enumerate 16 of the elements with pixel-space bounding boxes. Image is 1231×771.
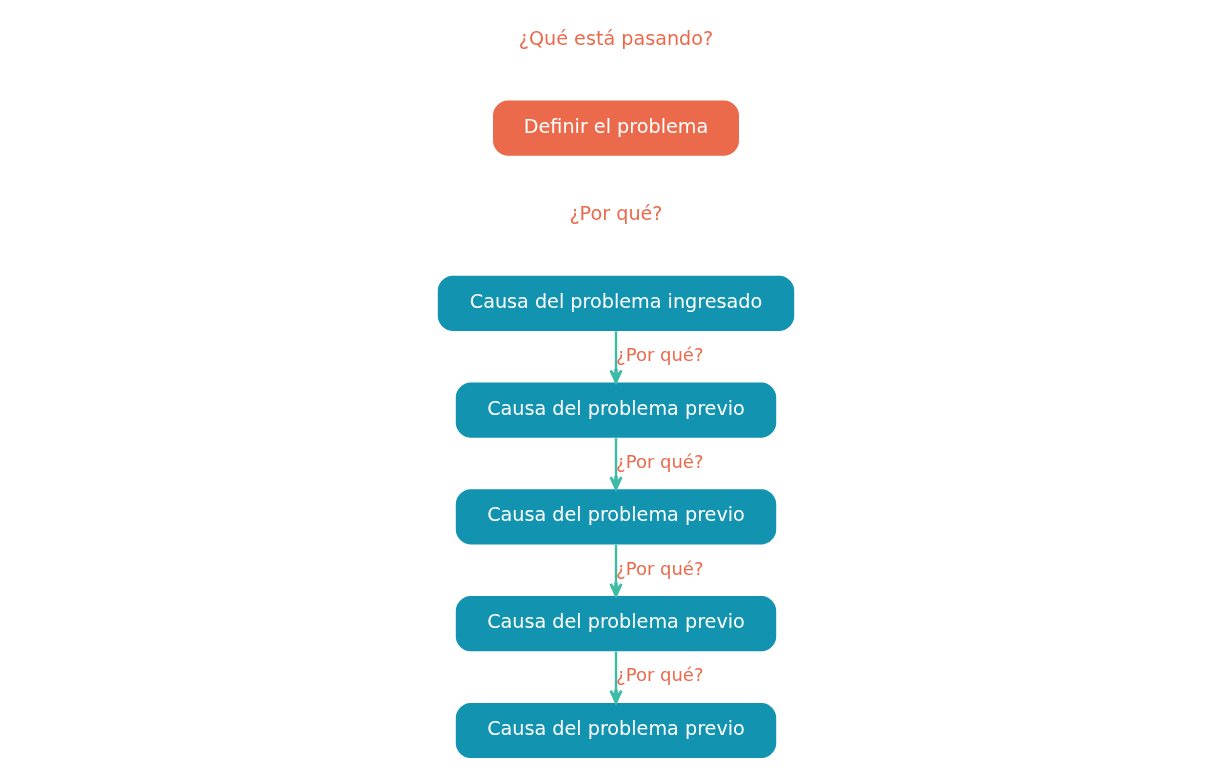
node-box: Causa del problema ingresado <box>437 275 794 331</box>
node-label: ¿Qué está pasando? <box>518 27 713 51</box>
node-box: Definir el problema <box>492 100 739 156</box>
node-box: Causa del problema previo <box>455 489 776 545</box>
edge-label: ¿Por qué? <box>615 664 703 686</box>
arrow <box>608 331 623 384</box>
label: ¿Por qué? <box>568 202 663 226</box>
arrow <box>608 545 623 598</box>
node-box: Causa del problema previo <box>455 702 776 759</box>
arrow <box>608 651 623 705</box>
edge-label: ¿Por qué? <box>615 557 703 579</box>
edge-label: ¿Por qué? <box>615 450 703 472</box>
node-box: Causa del problema previo <box>455 382 776 438</box>
edge-label: ¿Por qué? <box>615 343 703 365</box>
arrow <box>608 438 623 491</box>
node-box: Causa del problema previo <box>455 596 776 652</box>
